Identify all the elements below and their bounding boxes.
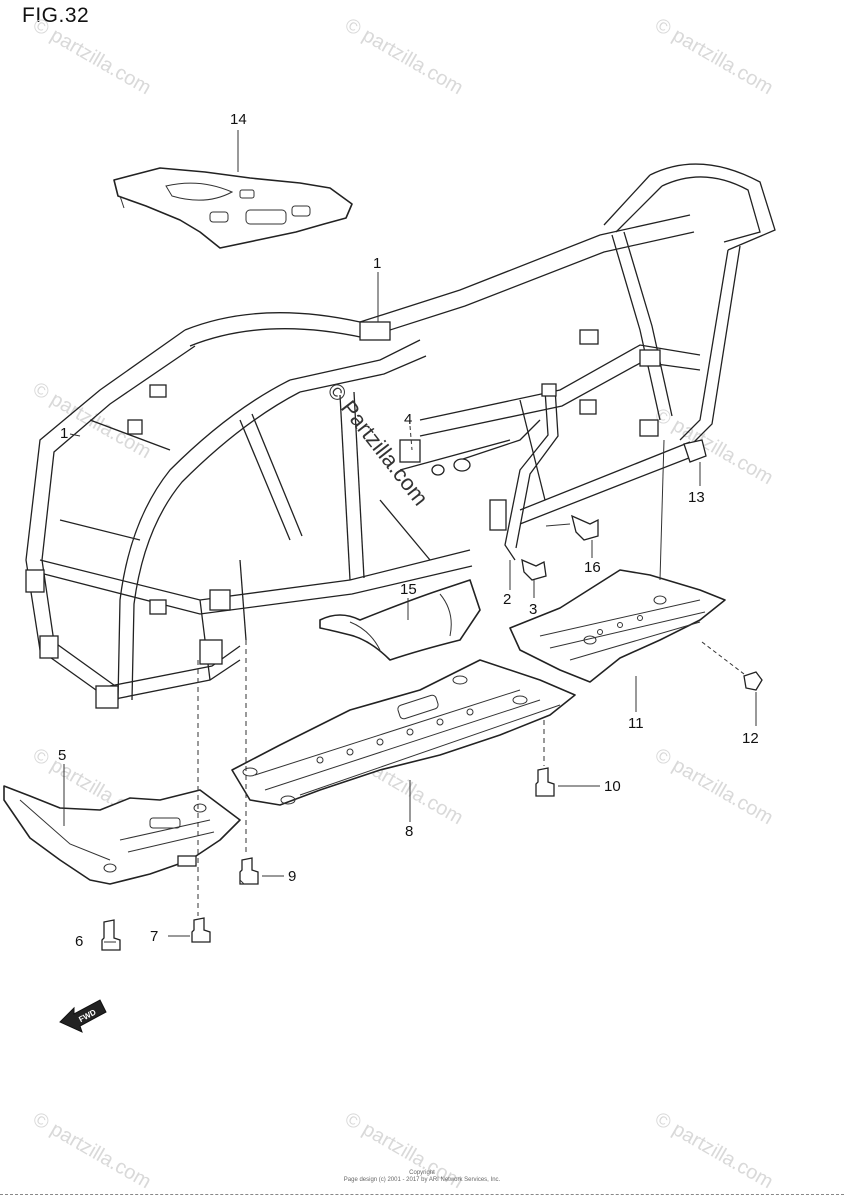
part-11-rear-plate[interactable] <box>509 569 726 683</box>
part-8-skid-plate[interactable] <box>231 659 576 806</box>
part-1-frame[interactable] <box>25 163 776 709</box>
callout-12: 12 <box>742 730 759 747</box>
callout-1: 1 <box>373 255 381 272</box>
part-5-front-plate[interactable] <box>3 785 241 885</box>
part-13-cushion[interactable] <box>683 439 707 463</box>
callout-4: 4 <box>404 411 412 428</box>
callout-11: 11 <box>628 715 644 732</box>
part-7-bolt[interactable] <box>191 917 211 943</box>
fwd-arrow-icon: FWD <box>59 999 107 1033</box>
part-2-bracket[interactable] <box>459 383 559 561</box>
callout-7: 7 <box>150 928 158 945</box>
part-12-bolt[interactable] <box>743 671 763 691</box>
part-10-bolt[interactable] <box>535 767 555 797</box>
callout-8: 8 <box>405 823 413 840</box>
footer-page-design: Page design (c) 2001 - 2017 by ARI Netwo… <box>343 1177 501 1183</box>
callout-5: 5 <box>58 747 66 764</box>
footer-copyright: Copyright <box>409 1170 435 1176</box>
callout-labels: 14 1 4 1 13 16 2 3 15 11 12 5 10 8 9 6 7 <box>58 111 759 950</box>
footer: Copyright Page design (c) 2001 - 2017 by… <box>0 1170 844 1184</box>
callout-15: 15 <box>400 581 417 598</box>
callout-14: 14 <box>230 111 247 128</box>
callout-6: 6 <box>75 933 83 950</box>
leader-lines <box>63 130 757 943</box>
part-9-bolt[interactable] <box>239 857 259 885</box>
figure-title: FIG.32 <box>22 4 90 27</box>
part-3-bolt[interactable] <box>521 558 547 581</box>
callout-13: 13 <box>688 489 705 506</box>
footer-divider <box>0 1194 844 1195</box>
callout-9: 9 <box>288 868 296 885</box>
callout-16: 16 <box>584 559 601 576</box>
part-14-cover[interactable] <box>113 167 353 249</box>
callout-3: 3 <box>529 601 537 618</box>
part-6-bolt[interactable] <box>101 919 121 951</box>
callout-2: 2 <box>503 591 511 608</box>
callout-1: 1 <box>60 425 68 442</box>
part-15-guard[interactable] <box>319 579 481 661</box>
part-4-mount[interactable] <box>431 458 471 476</box>
callout-10: 10 <box>604 778 621 795</box>
part-16-bolt[interactable] <box>571 514 599 541</box>
